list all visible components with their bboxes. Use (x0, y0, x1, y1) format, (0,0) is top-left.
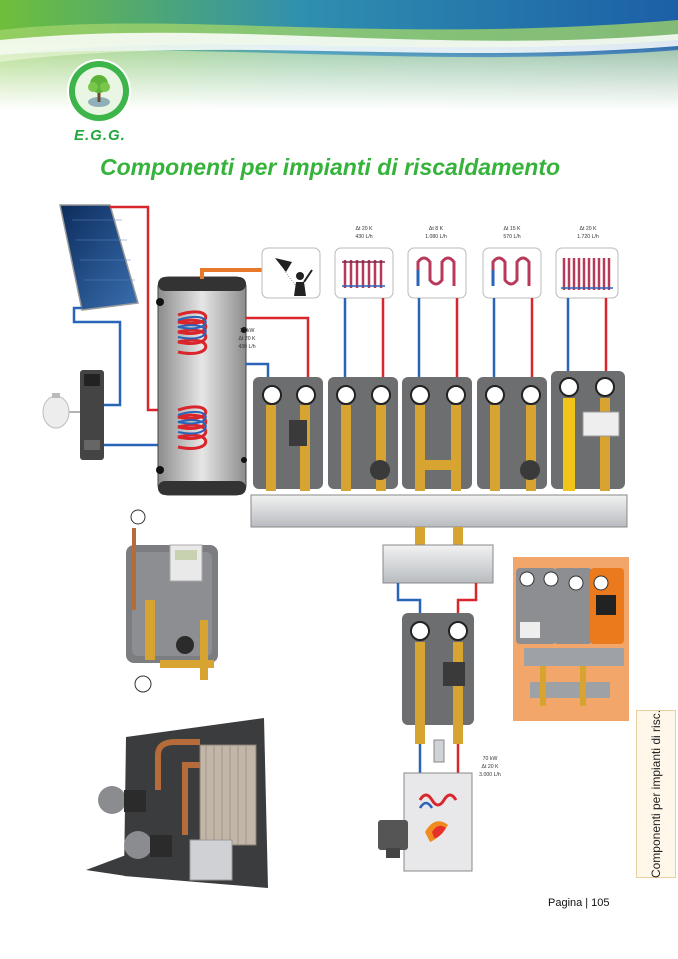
expansion-vessel-icon (42, 393, 80, 429)
boiler-power-label: 10 kW (240, 328, 255, 334)
pump-stations (253, 371, 625, 491)
solar-pump-station-icon (80, 370, 104, 460)
section-side-tab: Componenti per impianti di risc. (636, 710, 676, 878)
circuit-2-flow-label: 1.080 L/h (425, 234, 447, 240)
boiler-pump-station-icon (402, 613, 474, 744)
circuit-2-dt-label: Δt 8 K (429, 226, 444, 232)
floor-heating-icon (407, 247, 467, 299)
pump-station-1-icon (253, 377, 323, 491)
storage-tank-icon (156, 276, 247, 496)
page-number: 105 (591, 897, 610, 909)
boiler-burner-icon (378, 772, 473, 872)
shower-icon (261, 247, 321, 299)
pump-station-2-icon (328, 377, 398, 491)
boiler-dt-label: Δt 20 K (238, 336, 256, 342)
side-tab-label: Componenti per impianti di risc. (649, 709, 663, 879)
distribution-manifold (250, 494, 628, 528)
heating-system-diagram: 10 kW Δt 20 K 430 L/h Δt 20 K 430 L/h Δt… (42, 204, 629, 888)
hydraulic-separator (382, 544, 494, 584)
circuit-3-dt-label: Δt 15 K (503, 226, 521, 232)
circuit-4-flow-label: 1.720 L/h (577, 234, 599, 240)
page-title: Componenti per impianti di riscaldamento (100, 154, 561, 180)
wall-mounted-heat-unit-photo (126, 509, 218, 693)
pump-station-3-icon (402, 377, 472, 491)
burner-flow-label: 3.000 L/h (479, 772, 501, 778)
pump-station-5-icon (551, 371, 625, 491)
boiler-flow-label: 430 L/h (238, 344, 255, 350)
logo-text: E.G.G. (74, 127, 126, 144)
circuit-4-dt-label: Δt 20 K (579, 226, 597, 232)
floor-heating-icon-2 (482, 247, 542, 299)
burner-power-label: 70 kW (483, 756, 498, 762)
pump-station-4-icon (477, 377, 547, 491)
burner-dt-label: Δt 20 K (481, 764, 499, 770)
circuit-3-flow-label: 570 L/h (503, 234, 520, 240)
radiator-icon (334, 247, 394, 299)
footer-page-prefix: Pagina (548, 897, 583, 909)
footer-separator: | (585, 897, 589, 909)
radiator-large-icon (555, 247, 619, 299)
circuit-1-dt-label: Δt 20 K (355, 226, 373, 232)
page-footer: Pagina|105 (548, 897, 609, 909)
circuit-1-flow-label: 430 L/h (355, 234, 372, 240)
plate-heat-exchanger-unit-photo (86, 718, 268, 888)
solar-panel-icon (59, 204, 139, 311)
egg-logo-icon (67, 59, 131, 123)
orange-manifold-unit-photo (513, 557, 629, 721)
